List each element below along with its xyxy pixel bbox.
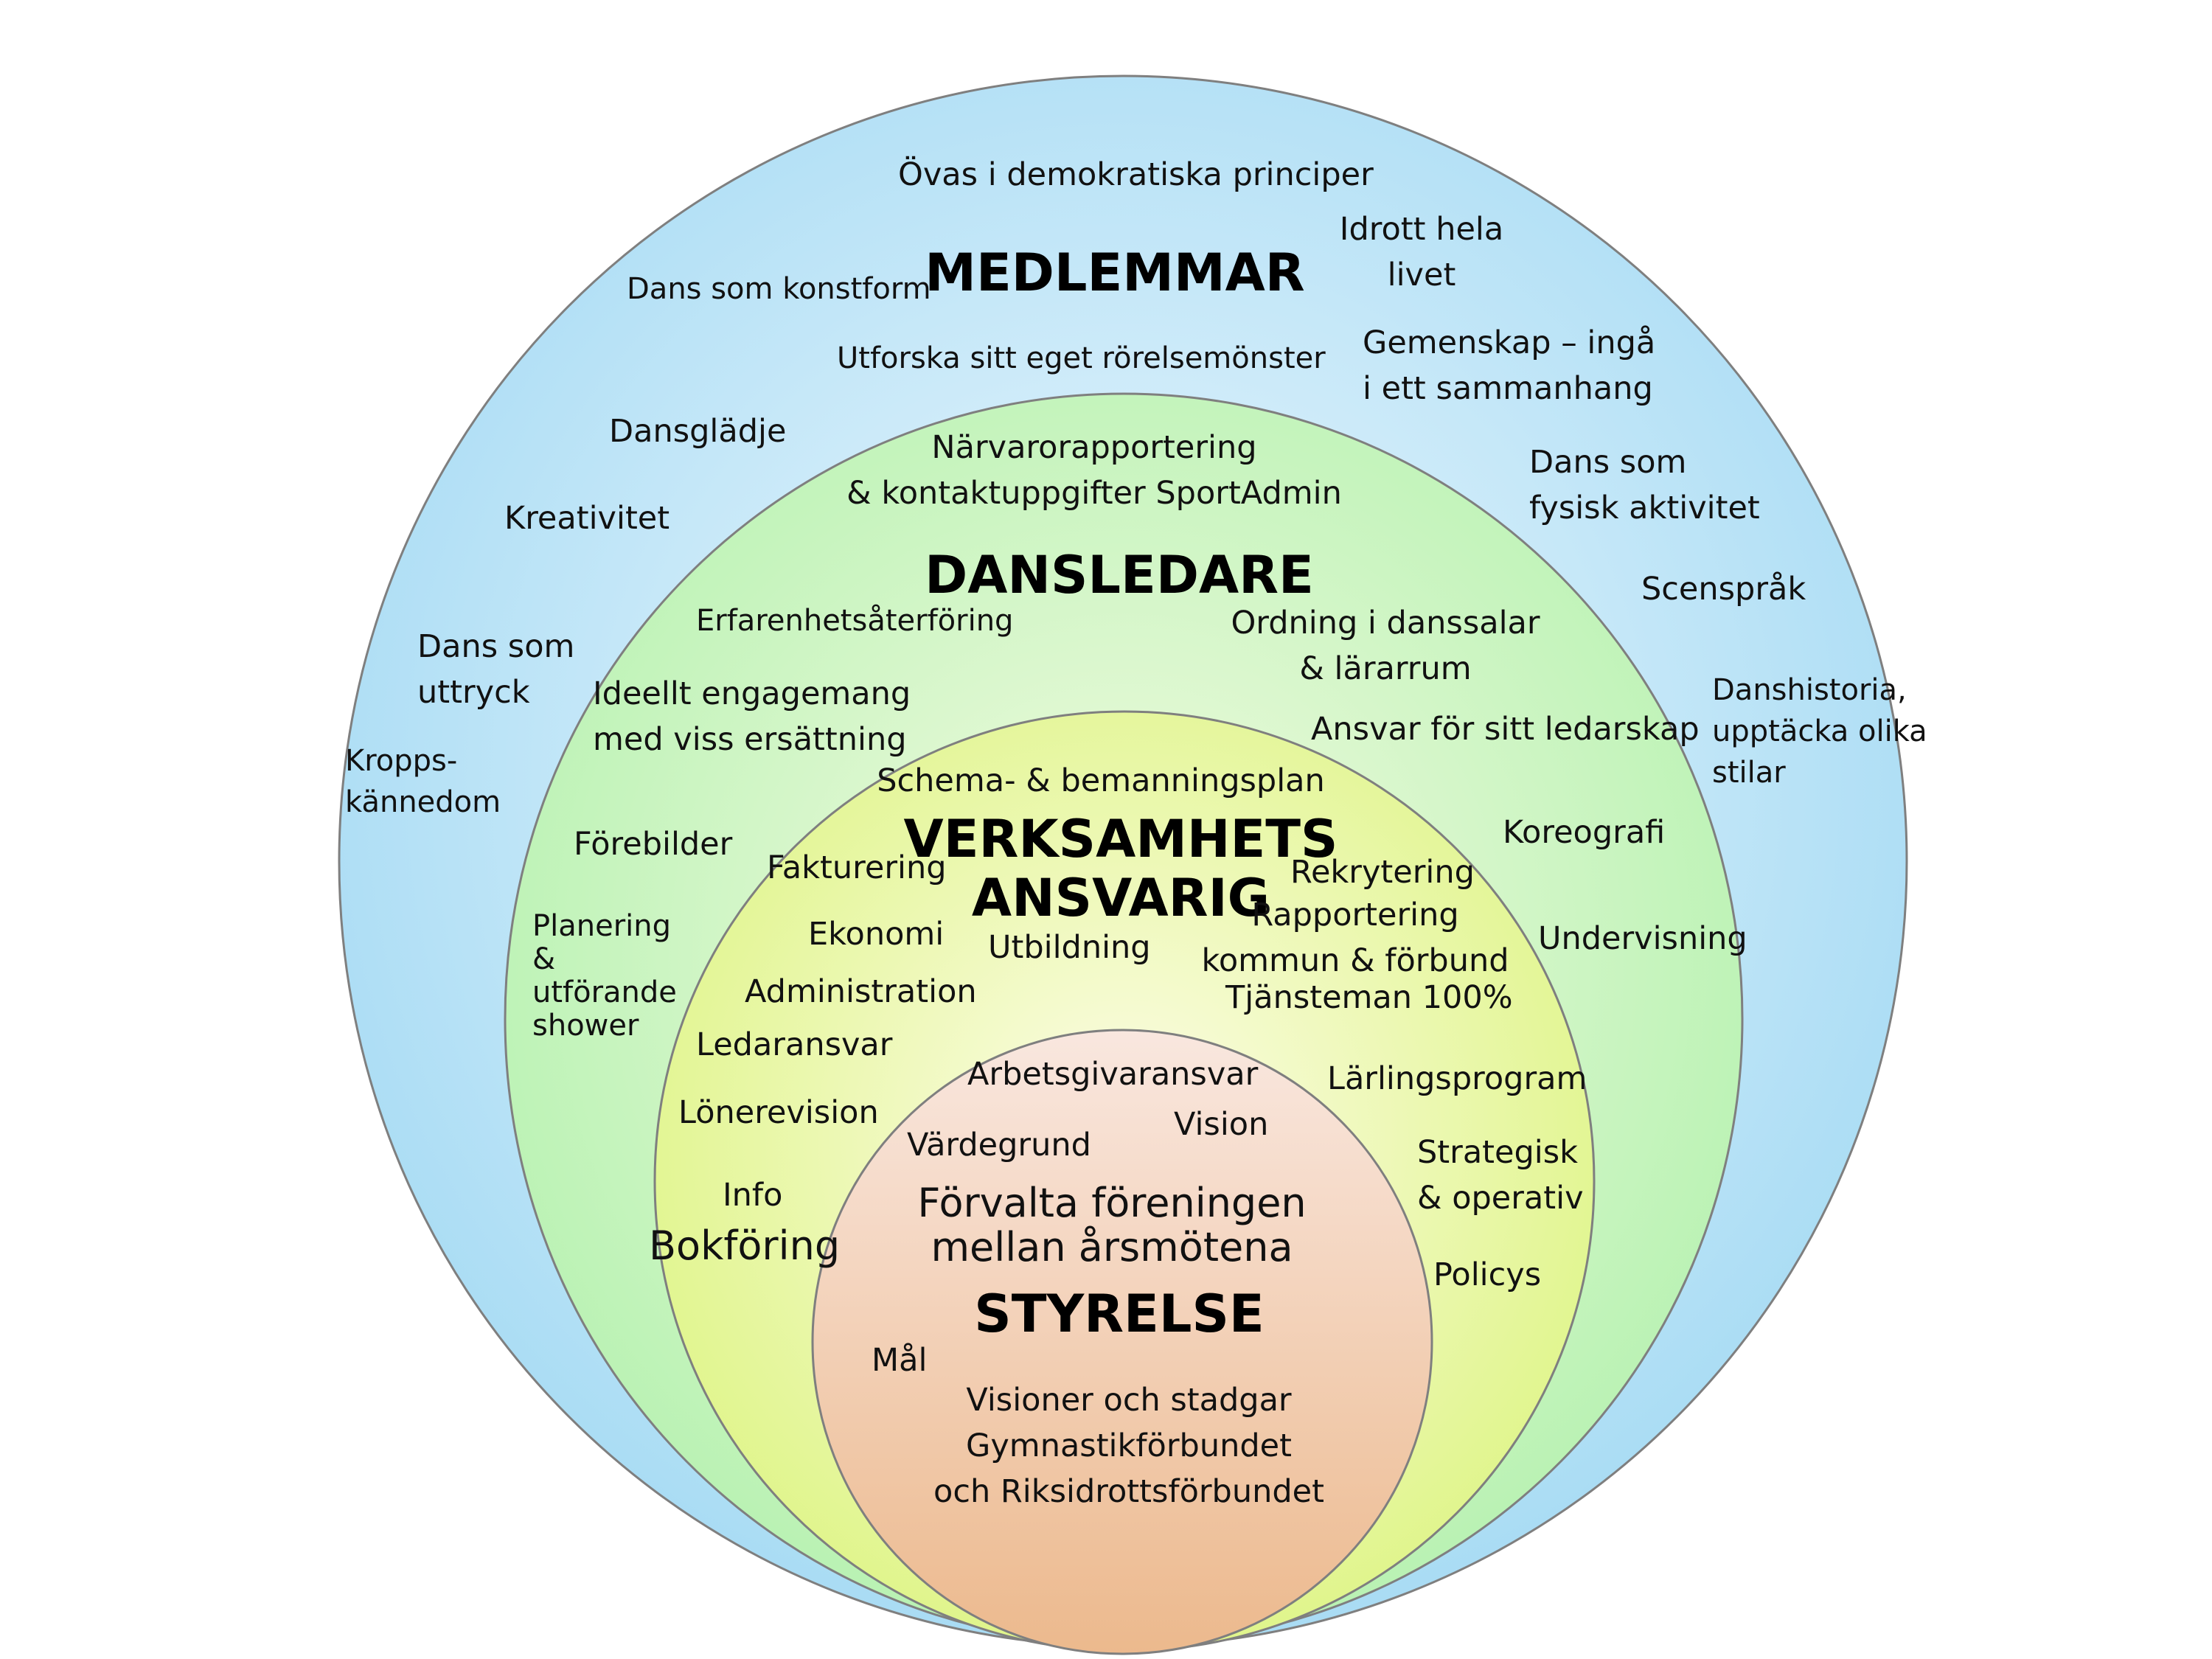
leaders-item: Koreografi	[1503, 814, 1666, 851]
leaders-item: Förebilder	[574, 826, 733, 863]
members-item: Utforska sitt eget rörelsemönster	[837, 341, 1326, 375]
operations-item: Strategisk & operativ	[1417, 1134, 1584, 1217]
leaders-item: Ordning i danssalar & lärarrum	[1231, 605, 1540, 687]
operations-item: Info	[723, 1177, 783, 1214]
board-item: Förvalta föreningen mellan årsmötena	[917, 1180, 1307, 1270]
members-item: Scenspråk	[1641, 571, 1806, 608]
leaders-title: DANSLEDARE	[925, 545, 1314, 605]
operations-title: VERKSAMHETS ANSVARIG	[903, 809, 1338, 928]
members-item: Dansglädje	[609, 413, 787, 450]
members-item: Idrott hela livet	[1339, 211, 1504, 293]
leaders-item: Ansvar för sitt ledarskap	[1311, 711, 1700, 748]
board-circle	[811, 1029, 1433, 1655]
operations-item: Lönerevision	[678, 1094, 879, 1131]
members-item: Dans som fysisk aktivitet	[1529, 444, 1760, 526]
members-item: Kropps- kännedom	[345, 744, 501, 819]
board-item: Arbetsgivaransvar	[967, 1056, 1259, 1093]
members-item: Kreativitet	[504, 500, 670, 537]
board-item: Mål	[872, 1342, 928, 1379]
operations-item: Lärlingsprogram	[1327, 1060, 1587, 1097]
operations-item: Ekonomi	[808, 916, 945, 953]
operations-item: Ledaransvar	[696, 1026, 893, 1063]
board-item: Vision	[1174, 1106, 1269, 1143]
board-item: Visioner och stadgar Gymnastikförbundet …	[933, 1382, 1324, 1510]
operations-item: Rekrytering	[1290, 854, 1475, 891]
members-item: Dans som uttryck	[417, 628, 575, 711]
operations-item: Administration	[745, 973, 977, 1010]
operations-item: Rapportering kommun & förbund	[1201, 897, 1509, 979]
members-item: Övas i demokratiska principer	[898, 156, 1374, 193]
operations-item: Utbildning	[988, 929, 1151, 966]
leaders-item: Undervisning	[1538, 920, 1747, 957]
members-title: MEDLEMMAR	[925, 243, 1305, 303]
leaders-item: Planering & utförande shower	[532, 909, 677, 1043]
board-item: Värdegrund	[907, 1127, 1091, 1164]
members-item: Danshistoria, upptäcka olika stilar	[1712, 673, 1927, 790]
leaders-item: Närvarorapportering & kontaktuppgifter S…	[846, 429, 1342, 512]
operations-item: Schema- & bemanningsplan	[877, 762, 1325, 799]
members-item: Gemenskap – ingå i ett sammanhang	[1363, 324, 1656, 407]
members-item: Dans som konstform	[627, 272, 931, 306]
operations-item: Tjänsteman 100%	[1225, 979, 1513, 1016]
board-title: STYRELSE	[974, 1284, 1265, 1344]
operations-item: Policys	[1433, 1256, 1542, 1293]
operations-item: Bokföring	[649, 1222, 841, 1269]
leaders-item: Ideellt engagemang med viss ersättning	[593, 675, 911, 758]
leaders-item: Erfarenhetsåterföring	[696, 604, 1014, 638]
operations-item: Fakturering	[767, 849, 947, 886]
